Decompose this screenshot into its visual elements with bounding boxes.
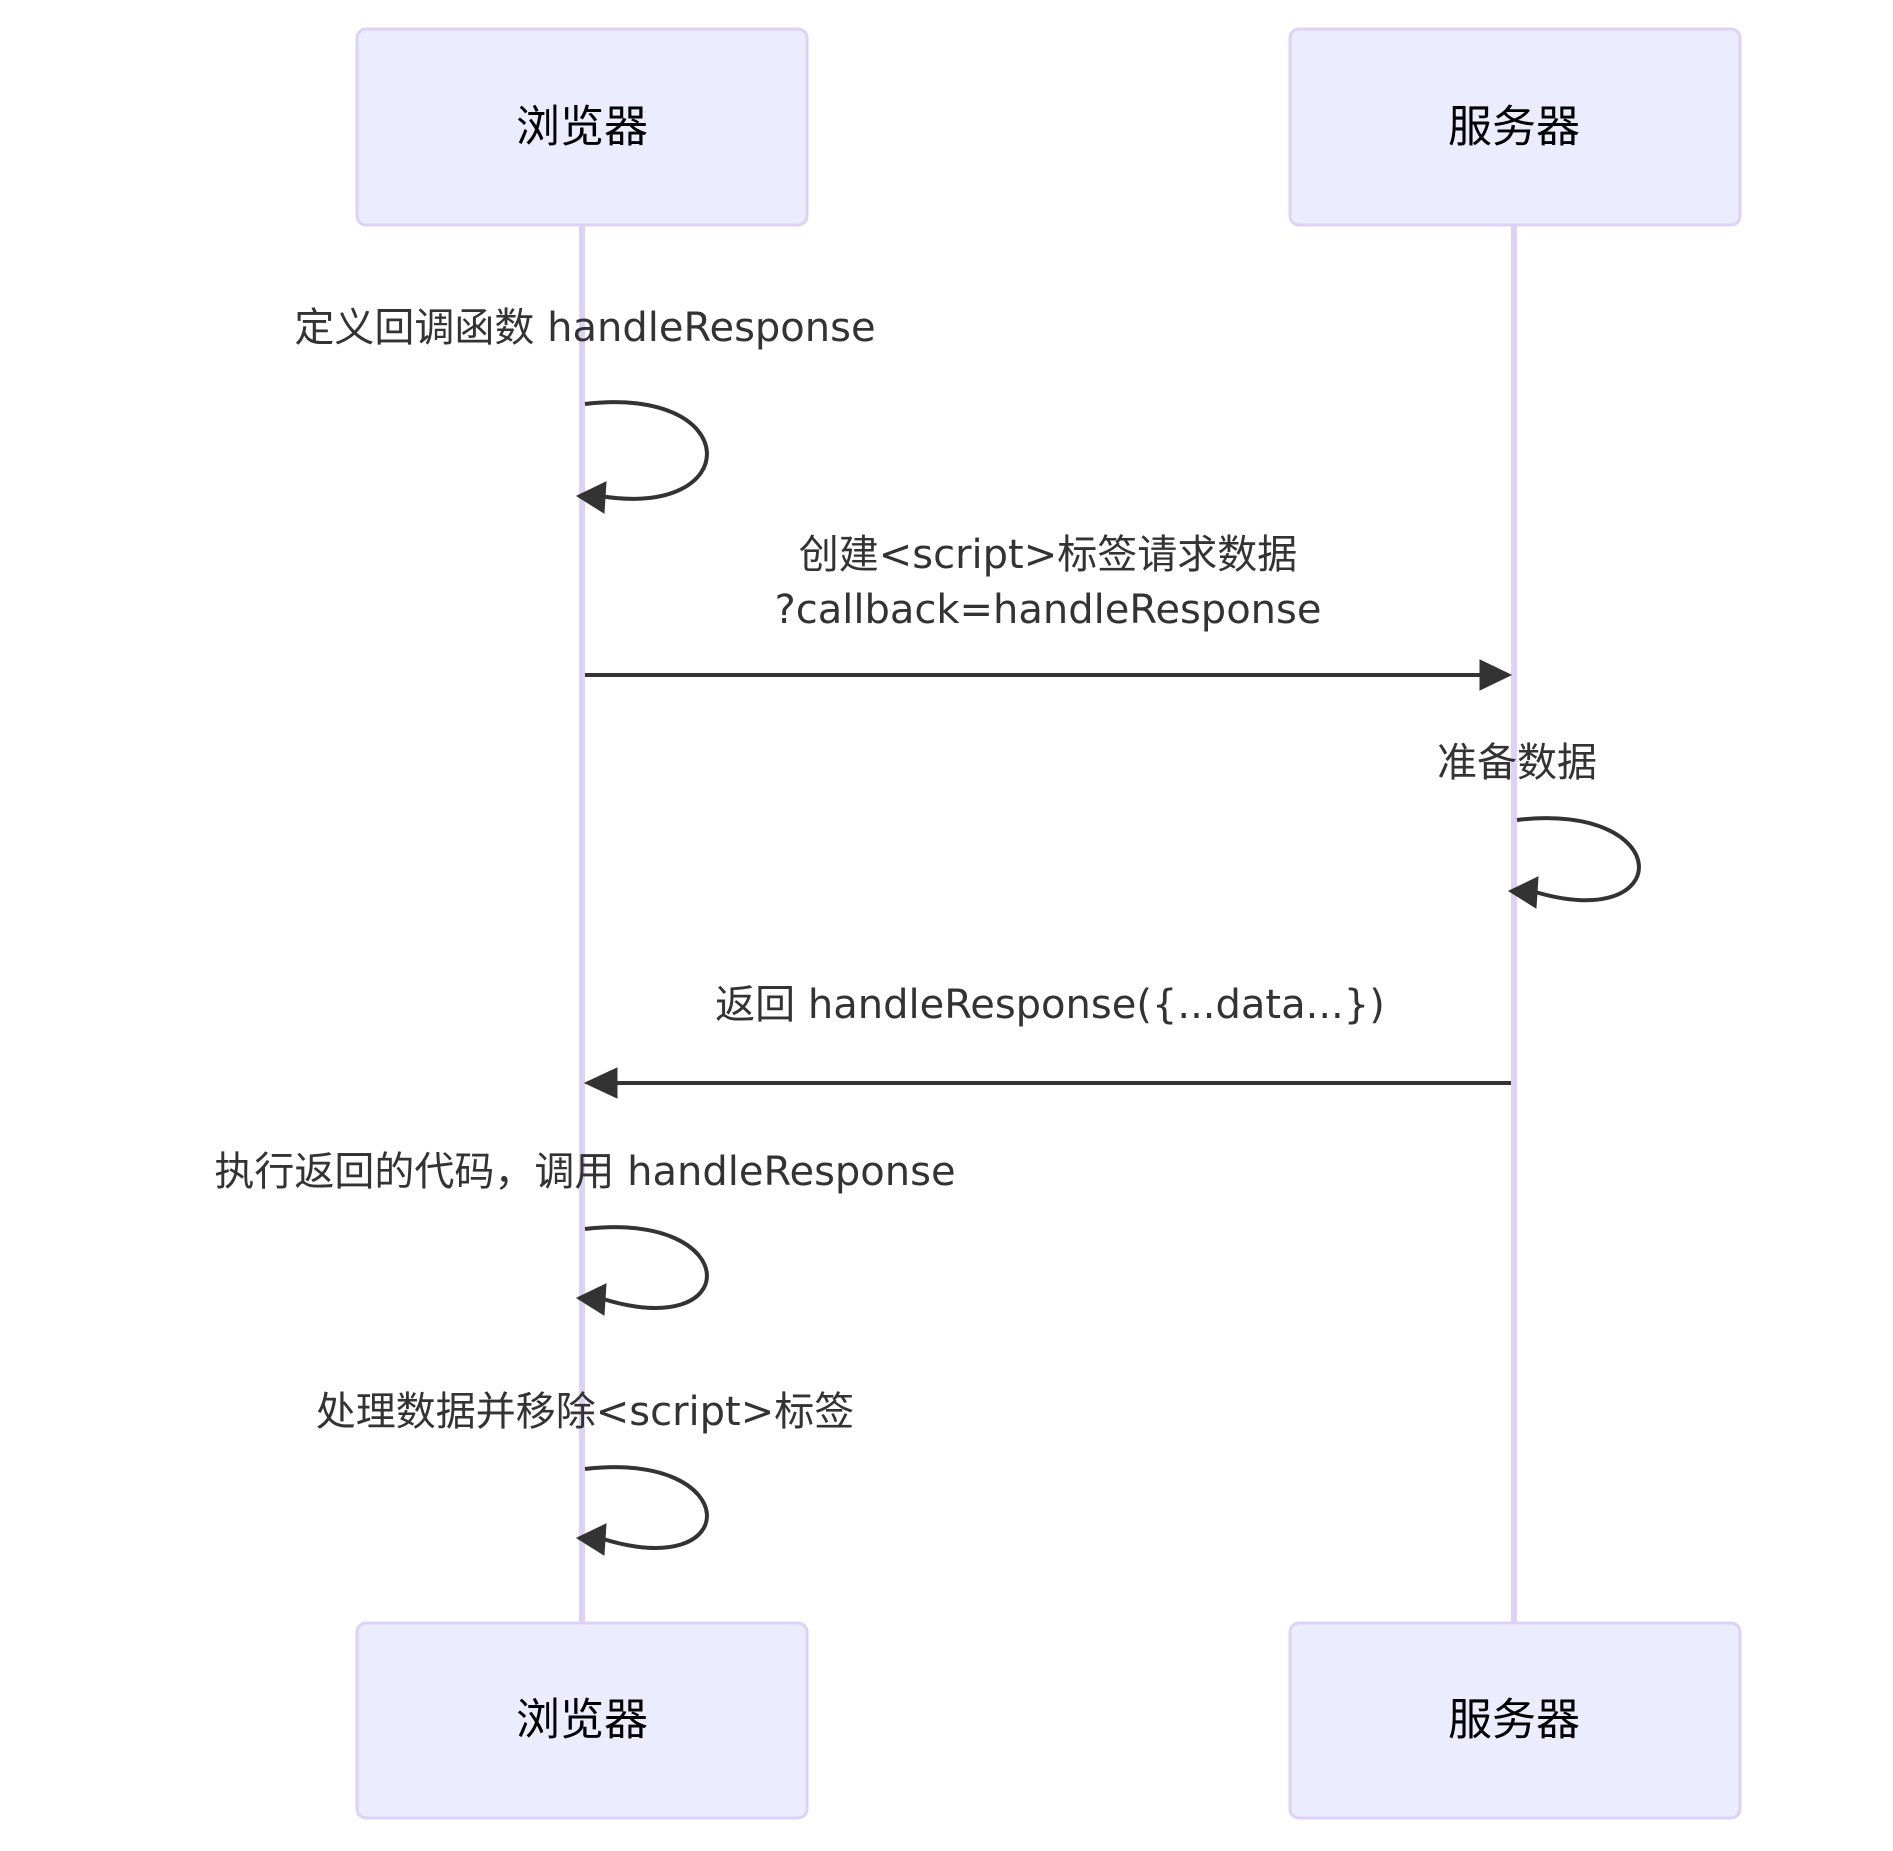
message-label: 执行返回的代码，调用 handleResponse	[214, 1149, 955, 1195]
message-label: 返回 handleResponse({...data...})	[715, 982, 1385, 1028]
arrowhead-icon	[575, 1283, 607, 1316]
message-label: 定义回调函数 handleResponse	[294, 305, 875, 351]
self-loop-arrow	[584, 400, 709, 501]
participant-server-top: 服务器	[1288, 27, 1742, 227]
message-label: 准备数据	[1437, 740, 1597, 786]
participant-label: 服务器	[1448, 102, 1580, 153]
arrowhead-icon	[575, 1523, 607, 1556]
participant-browser-top: 浏览器	[355, 27, 809, 227]
participant-box	[355, 1621, 809, 1820]
message-6-self-browser: 处理数据并移除<script>标签	[316, 1389, 855, 1556]
arrowhead-icon	[575, 481, 607, 514]
message-5-self-browser: 执行返回的代码，调用 handleResponse	[214, 1149, 956, 1316]
message-label-line-2: ?callback=handleResponse	[775, 587, 1322, 633]
arrowhead-icon	[1479, 659, 1513, 691]
participant-box	[355, 27, 809, 227]
arrowhead-icon	[583, 1067, 618, 1099]
self-loop-arrow	[584, 1225, 709, 1310]
participant-label: 浏览器	[516, 1695, 648, 1746]
message-3-self-server: 准备数据	[1437, 740, 1641, 909]
message-4-server-to-browser: 返回 handleResponse({...data...})	[583, 982, 1511, 1099]
message-label: 处理数据并移除<script>标签	[316, 1389, 855, 1435]
participant-browser-bottom: 浏览器	[355, 1621, 809, 1820]
participant-label: 服务器	[1448, 1695, 1580, 1746]
participant-label: 浏览器	[516, 102, 648, 153]
arrowhead-icon	[1507, 876, 1539, 909]
participant-server-bottom: 服务器	[1288, 1621, 1742, 1820]
participant-box	[1288, 1621, 1742, 1820]
self-loop-arrow	[584, 1465, 709, 1550]
self-loop-arrow	[1516, 816, 1641, 903]
message-label-line-1: 创建<script>标签请求数据	[799, 532, 1298, 578]
message-2-browser-to-server: 创建<script>标签请求数据 ?callback=handleRespons…	[585, 532, 1513, 691]
participant-box	[1288, 27, 1742, 227]
message-1-self-browser: 定义回调函数 handleResponse	[294, 305, 876, 514]
